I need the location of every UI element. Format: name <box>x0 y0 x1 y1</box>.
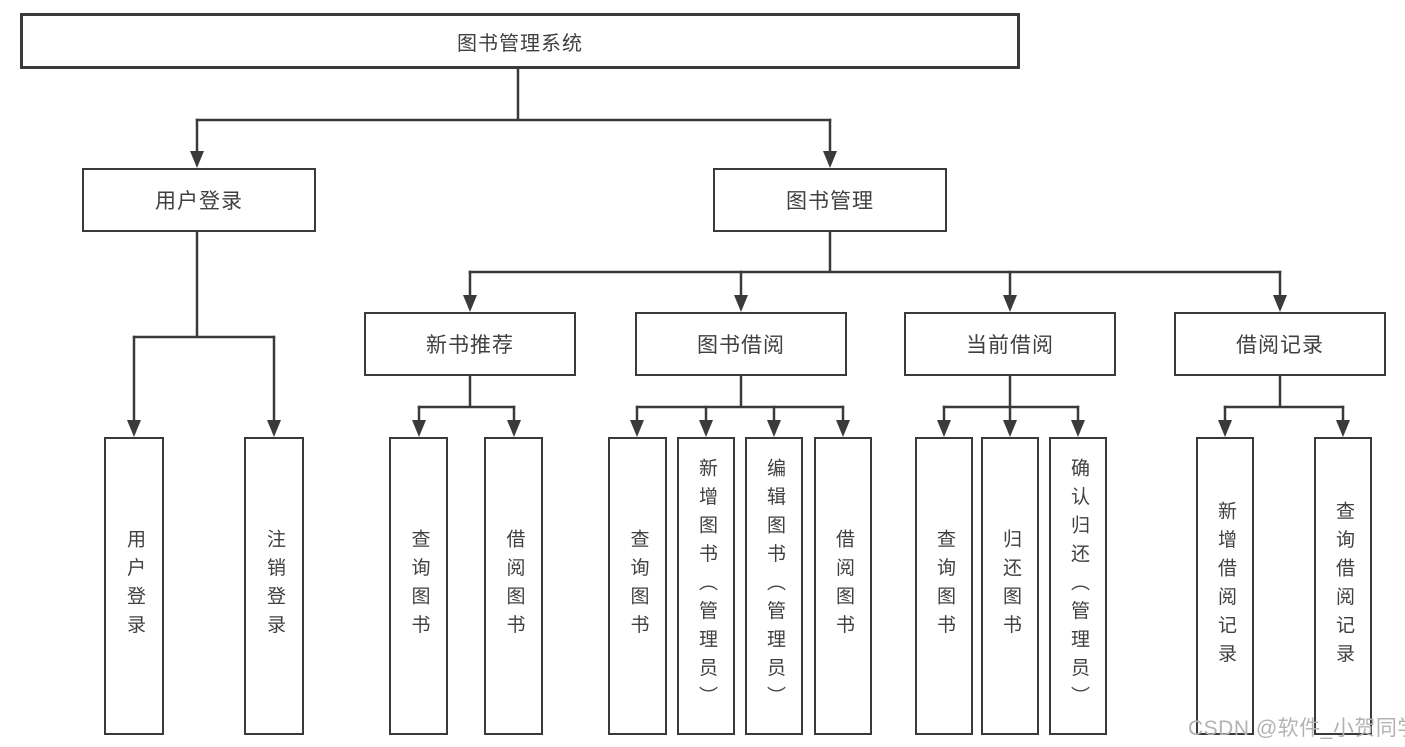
node-label: 当前借阅 <box>966 334 1054 357</box>
node-library-management-system: 图书管理系统 <box>20 13 1020 69</box>
node-book-management-branch: 图书管理 <box>713 168 947 232</box>
leaf-label: 查询图书 <box>627 529 649 643</box>
leaf-query-books-recommendation: 查询图书 <box>389 437 448 735</box>
leaf-return-books: 归还图书 <box>981 437 1039 735</box>
leaf-label: 编辑图书（管理员） <box>763 457 785 715</box>
leaf-label: 查询图书 <box>933 529 955 643</box>
node-borrowing-records: 借阅记录 <box>1174 312 1386 376</box>
leaf-label: 查询图书 <box>408 529 430 643</box>
leaf-label: 注销登录 <box>263 529 285 643</box>
leaf-edit-books-admin: 编辑图书（管理员） <box>745 437 803 735</box>
leaf-query-books-current: 查询图书 <box>915 437 973 735</box>
csdn-watermark: CSDN @软件_小贺同学 <box>1188 717 1405 740</box>
node-current-borrowing: 当前借阅 <box>904 312 1116 376</box>
leaf-label: 新增图书（管理员） <box>695 457 717 715</box>
leaf-logout-login: 注销登录 <box>244 437 304 735</box>
node-label: 用户登录 <box>155 190 243 213</box>
node-user-login-branch: 用户登录 <box>82 168 316 232</box>
arrowheads <box>127 151 1350 437</box>
leaf-user-login: 用户登录 <box>104 437 164 735</box>
node-new-book-recommendation: 新书推荐 <box>364 312 576 376</box>
leaf-label: 新增借阅记录 <box>1214 500 1236 672</box>
leaf-query-books-borrowing: 查询图书 <box>608 437 667 735</box>
leaf-label: 借阅图书 <box>832 529 854 643</box>
leaf-label: 借阅图书 <box>503 529 525 643</box>
node-label: 图书借阅 <box>697 334 785 357</box>
node-book-borrowing: 图书借阅 <box>635 312 847 376</box>
node-label: 借阅记录 <box>1236 334 1324 357</box>
leaf-borrow-books: 借阅图书 <box>814 437 872 735</box>
leaf-label: 查询借阅记录 <box>1332 500 1354 672</box>
leaf-label: 确认归还（管理员） <box>1067 457 1089 715</box>
leaf-confirm-return-admin: 确认归还（管理员） <box>1049 437 1107 735</box>
leaf-label: 归还图书 <box>999 529 1021 643</box>
node-label: 图书管理 <box>786 190 874 213</box>
node-label: 新书推荐 <box>426 334 514 357</box>
leaf-label: 用户登录 <box>123 529 145 643</box>
leaf-add-borrowing-record: 新增借阅记录 <box>1196 437 1254 735</box>
leaf-add-books-admin: 新增图书（管理员） <box>677 437 735 735</box>
node-label: 图书管理系统 <box>457 32 583 55</box>
leaf-query-borrowing-record: 查询借阅记录 <box>1314 437 1372 735</box>
leaf-borrow-books-recommendation: 借阅图书 <box>484 437 543 735</box>
